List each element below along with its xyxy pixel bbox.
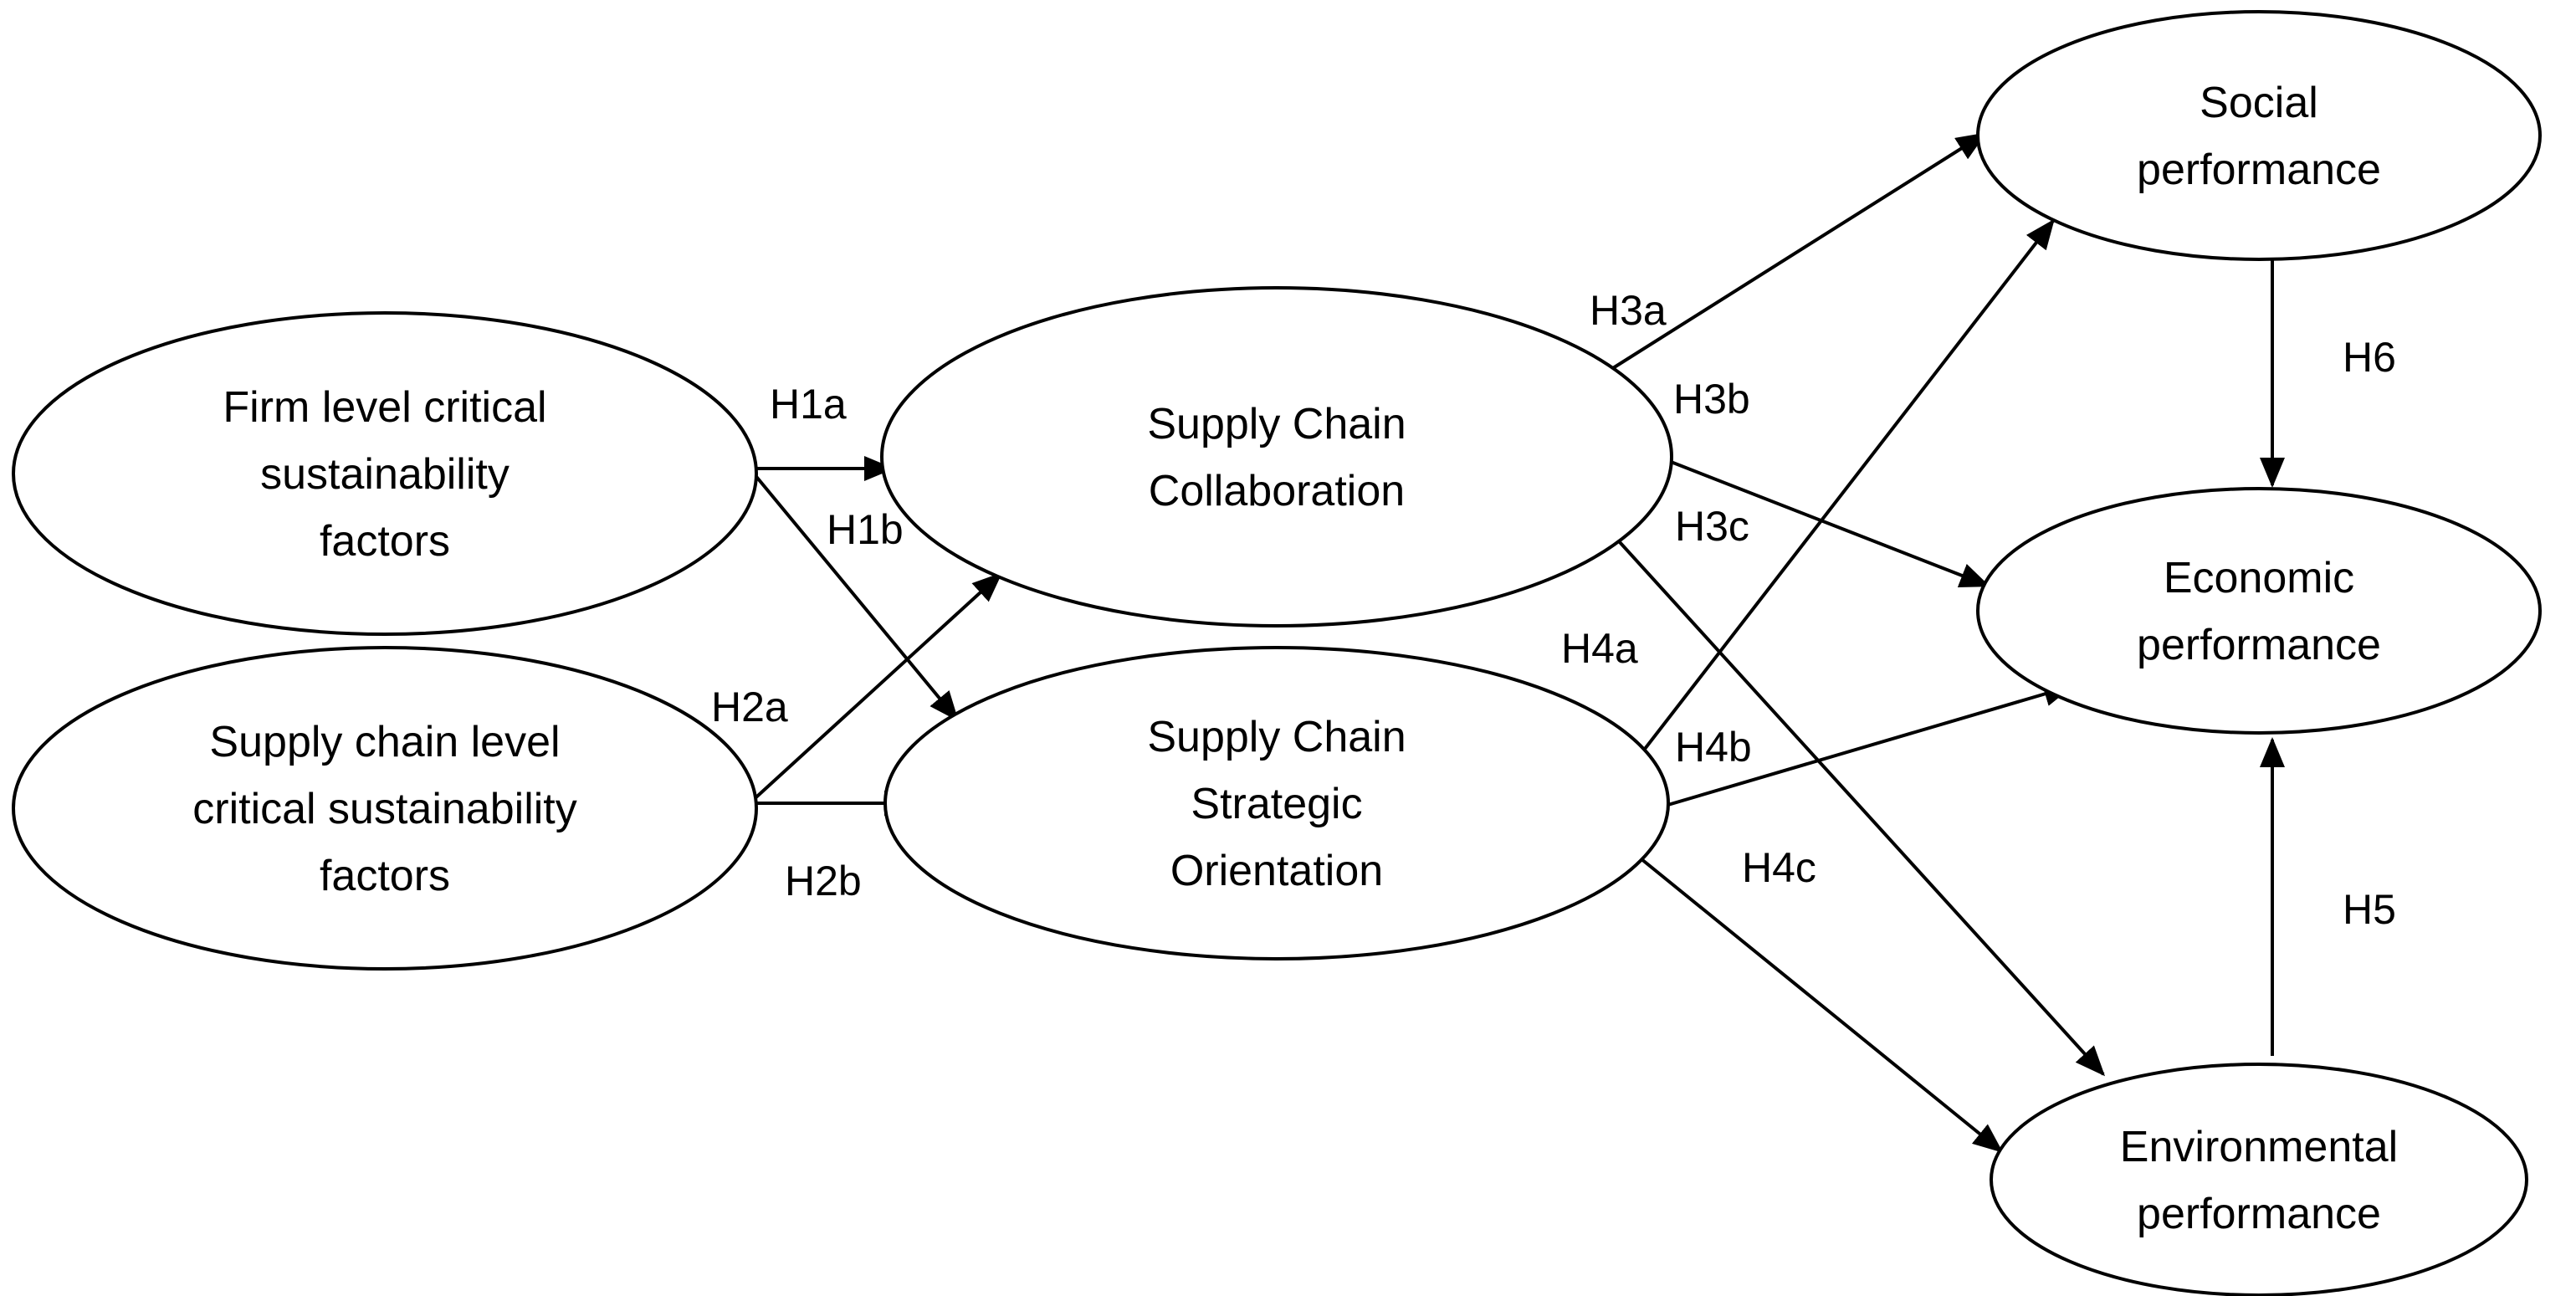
node-ellipse [12, 646, 758, 971]
arrow-h4c [1635, 853, 2004, 1153]
hypothesis-label-h2b: H2b [785, 858, 862, 904]
hypothesis-label-h4b: H4b [1675, 724, 1752, 771]
node-ellipse [12, 311, 758, 636]
node-label-line: Supply Chain [1147, 400, 1406, 448]
node-sc-level: Supply chain level critical sustainabilit… [12, 646, 758, 971]
hypothesis-label-h3a: H3a [1590, 287, 1667, 334]
arrow-h3c [1601, 522, 2106, 1077]
node-ellipse [1990, 1063, 2528, 1296]
hypothesis-label-h6: H6 [2343, 334, 2396, 381]
arrow-h3a [1598, 132, 1987, 378]
arrow-h3b [1627, 443, 1990, 587]
hypothesis-label-h1b: H1b [827, 506, 904, 553]
node-firm: Firm level critical sustainability factors [12, 311, 758, 636]
node-label-line: Economic [2164, 554, 2354, 602]
arrow-h4b [1656, 681, 2074, 810]
node-label-line: Environmental [2120, 1123, 2398, 1171]
hypothesis-label-h1a: H1a [770, 381, 847, 428]
arrow-h1b [748, 467, 959, 722]
hypothesis-label-h3c: H3c [1675, 503, 1749, 550]
hypothesis-label-h5: H5 [2343, 886, 2396, 933]
node-label-line: Orientation [1170, 847, 1383, 895]
node-label-line: factors [320, 852, 450, 900]
node-ellipse [1976, 10, 2542, 261]
node-label-line: critical sustainability [192, 785, 577, 833]
node-label-line: Firm level critical [223, 383, 546, 432]
hypothesis-label-h3b: H3b [1673, 376, 1750, 423]
nodes-layer: Firm level critical sustainability factors… [12, 10, 2542, 1296]
node-label-line: Supply chain level [209, 718, 560, 766]
node-label-line: Strategic [1191, 780, 1362, 828]
node-environmental: Environmental performance [1990, 1063, 2528, 1296]
hypothesis-label-h4a: H4a [1561, 625, 1638, 672]
node-label-line: Supply Chain [1147, 713, 1406, 761]
node-label-line: Social [2200, 79, 2318, 127]
node-ellipse [883, 646, 1670, 960]
arrow-h4a [1635, 218, 2055, 761]
node-label-line: sustainability [260, 450, 510, 499]
node-label-line: performance [2137, 1190, 2381, 1238]
hypothesis-label-h2a: H2a [711, 684, 788, 730]
node-ellipse [880, 286, 1673, 628]
node-label-line: performance [2137, 146, 2381, 194]
node-ellipse [1976, 487, 2542, 735]
node-economic: Economic performance [1976, 487, 2542, 735]
node-label-line: performance [2137, 621, 2381, 669]
hypothesis-label-h4c: H4c [1742, 844, 1816, 891]
arrow-h2a [748, 571, 1003, 805]
node-social: Social performance [1976, 10, 2542, 261]
edges-layer [748, 132, 2285, 1153]
node-label-line: Collaboration [1149, 467, 1405, 515]
node-label-line: factors [320, 517, 450, 566]
